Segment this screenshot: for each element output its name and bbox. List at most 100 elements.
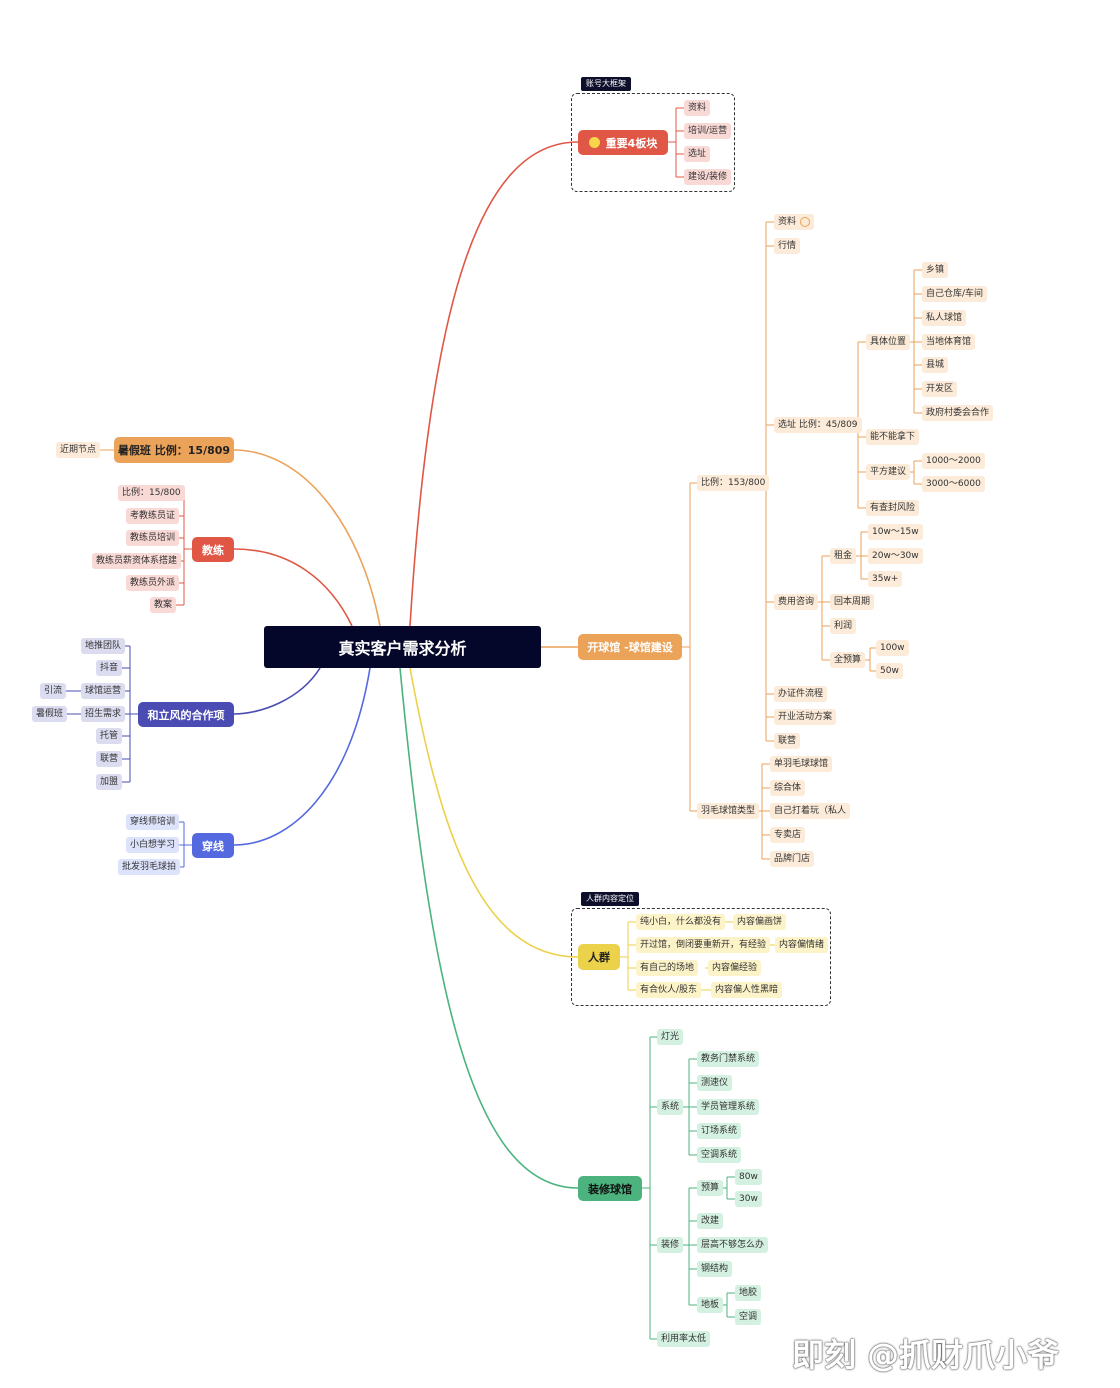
partner-sub-enroll[interactable]: 暑假班 — [32, 706, 68, 722]
deco-budget-node[interactable]: 预算 — [697, 1180, 724, 1196]
system-item[interactable]: 教务门禁系统 — [697, 1051, 760, 1067]
site-node[interactable]: 选址 比例：45/809 — [774, 417, 862, 433]
root-topic[interactable]: 真实客户需求分析 — [264, 626, 541, 668]
crowd-who[interactable]: 开过馆，倒闭要重新开，有经验 — [636, 937, 771, 953]
partner-item[interactable]: 联营 — [96, 751, 123, 767]
renovation-node[interactable]: 装修 — [657, 1237, 684, 1253]
type-item[interactable]: 专卖店 — [770, 827, 806, 843]
partner-item[interactable]: 球馆运营 — [81, 683, 126, 699]
area-item[interactable]: 1000～2000 — [922, 453, 985, 469]
near-node[interactable]: 近期节点 — [56, 442, 101, 458]
account-item[interactable]: 资料 — [684, 100, 711, 116]
type-item[interactable]: 自己打着玩（私人 — [770, 803, 851, 819]
position-item[interactable]: 当地体育馆 — [922, 334, 976, 350]
rebuild-node[interactable]: 改建 — [697, 1213, 724, 1229]
account-item[interactable]: 选址 — [684, 146, 711, 162]
deco-budget-item[interactable]: 30w — [735, 1191, 762, 1207]
type-item[interactable]: 品牌门店 — [770, 851, 815, 867]
position-item[interactable]: 乡镇 — [922, 262, 949, 278]
account-frame-box — [571, 93, 735, 192]
crowd-who[interactable]: 有自己的场地 — [636, 960, 699, 976]
no-buy-node[interactable]: 能不能拿下 — [866, 429, 920, 445]
position-item[interactable]: 私人球馆 — [922, 310, 967, 326]
floor-item[interactable]: 空调 — [735, 1309, 762, 1325]
payback-node[interactable]: 回本周期 — [830, 594, 875, 610]
system-item[interactable]: 学员管理系统 — [697, 1099, 760, 1115]
stringing-item[interactable]: 穿线师培训 — [126, 814, 180, 830]
partner-item[interactable]: 抖音 — [96, 660, 123, 676]
partner-item[interactable]: 托管 — [96, 728, 123, 744]
joint-node[interactable]: 联营 — [774, 733, 801, 749]
area-node[interactable]: 平方建议 — [866, 464, 911, 480]
budget-item[interactable]: 50w — [876, 663, 903, 679]
system-item[interactable]: 订场系统 — [697, 1123, 742, 1139]
stringing-item[interactable]: 小白想学习 — [126, 837, 180, 853]
crowd-who[interactable]: 有合伙人/股东 — [636, 982, 702, 998]
rent-node[interactable]: 租金 — [830, 548, 857, 564]
coach-item[interactable]: 考教练员证 — [126, 508, 180, 524]
partner-node[interactable]: 和立风的合作项 — [138, 702, 234, 727]
coach-node[interactable]: 教练 — [192, 537, 234, 562]
partner-sub-ops[interactable]: 引流 — [40, 683, 67, 699]
position-item[interactable]: 县城 — [922, 357, 949, 373]
profit-node[interactable]: 利润 — [830, 618, 857, 634]
cost-node[interactable]: 费用咨询 — [774, 594, 819, 610]
type-item[interactable]: 综合体 — [770, 780, 806, 796]
steel-node[interactable]: 钢结构 — [697, 1261, 733, 1277]
budget-item[interactable]: 100w — [876, 640, 909, 656]
ratio-node[interactable]: 比例：153/800 — [697, 475, 770, 491]
position-item[interactable]: 开发区 — [922, 381, 958, 397]
stringing-item[interactable]: 批发羽毛球拍 — [118, 859, 181, 875]
summer-class-node[interactable]: 暑假班 比例：15/809 — [114, 437, 234, 463]
deco-budget-item[interactable]: 80w — [735, 1169, 762, 1185]
crowd-content[interactable]: 内容偏情绪 — [775, 937, 829, 953]
area-item[interactable]: 3000～6000 — [922, 476, 985, 492]
system-node[interactable]: 系统 — [657, 1099, 684, 1115]
system-item[interactable]: 测速仪 — [697, 1075, 733, 1091]
partner-item[interactable]: 地推团队 — [81, 638, 126, 654]
crowd-frame-box — [571, 908, 831, 1006]
crowd-frame-label: 人群内容定位 — [581, 892, 639, 906]
crowd-content[interactable]: 内容偏人性黑暗 — [711, 982, 783, 998]
opening-node[interactable]: 开业活动方案 — [774, 709, 837, 725]
attachment-icon — [800, 216, 811, 227]
type-item[interactable]: 单羽毛球球馆 — [770, 756, 833, 772]
coach-item[interactable]: 比例：15/800 — [118, 485, 185, 501]
usage-node[interactable]: 利用率太低 — [657, 1331, 711, 1347]
rent-item[interactable]: 20w～30w — [868, 548, 923, 564]
open-venue-node[interactable]: 开球馆 -球馆建设 — [578, 634, 682, 660]
partner-item[interactable]: 招生需求 — [81, 706, 126, 722]
account-item[interactable]: 建设/装修 — [684, 169, 732, 185]
coach-item[interactable]: 教案 — [150, 597, 177, 613]
license-node[interactable]: 办证件流程 — [774, 686, 828, 702]
floor-item[interactable]: 地胶 — [735, 1285, 762, 1301]
crowd-node[interactable]: 人群 — [578, 944, 620, 970]
floor-node[interactable]: 地板 — [697, 1297, 724, 1313]
position-item[interactable]: 政府村委会合作 — [922, 405, 994, 421]
height-node[interactable]: 层高不够怎么办 — [697, 1237, 769, 1253]
coach-item[interactable]: 教练员培训 — [126, 530, 180, 546]
coach-item[interactable]: 教练员外派 — [126, 575, 180, 591]
partner-item[interactable]: 加盟 — [96, 774, 123, 790]
decoration-node[interactable]: 装修球馆 — [578, 1176, 642, 1201]
account-item[interactable]: 培训/运营 — [684, 123, 732, 139]
rent-item[interactable]: 10w～15w — [868, 524, 923, 540]
crowd-content[interactable]: 内容偏画饼 — [733, 914, 787, 930]
system-item[interactable]: 空调系统 — [697, 1147, 742, 1163]
stringing-node[interactable]: 穿线 — [192, 833, 234, 858]
budget-node[interactable]: 全预算 — [830, 652, 866, 668]
position-node[interactable]: 具体位置 — [866, 334, 911, 350]
light-node[interactable]: 灯光 — [657, 1029, 684, 1045]
market-node[interactable]: 行情 — [774, 238, 801, 254]
important-4-blocks-node[interactable]: 重要4板块 — [578, 130, 668, 155]
type-node[interactable]: 羽毛球馆类型 — [697, 803, 760, 819]
materials-node[interactable]: 资料 — [774, 214, 815, 230]
flag-icon — [588, 137, 600, 148]
rent-item[interactable]: 35w+ — [868, 571, 903, 587]
risk-node[interactable]: 有查封风险 — [866, 500, 920, 516]
position-item[interactable]: 自己仓库/车间 — [922, 286, 988, 302]
crowd-who[interactable]: 纯小白，什么都没有 — [636, 914, 726, 930]
crowd-content[interactable]: 内容偏经验 — [708, 960, 762, 976]
coach-item[interactable]: 教练员薪资体系搭建 — [92, 553, 182, 569]
